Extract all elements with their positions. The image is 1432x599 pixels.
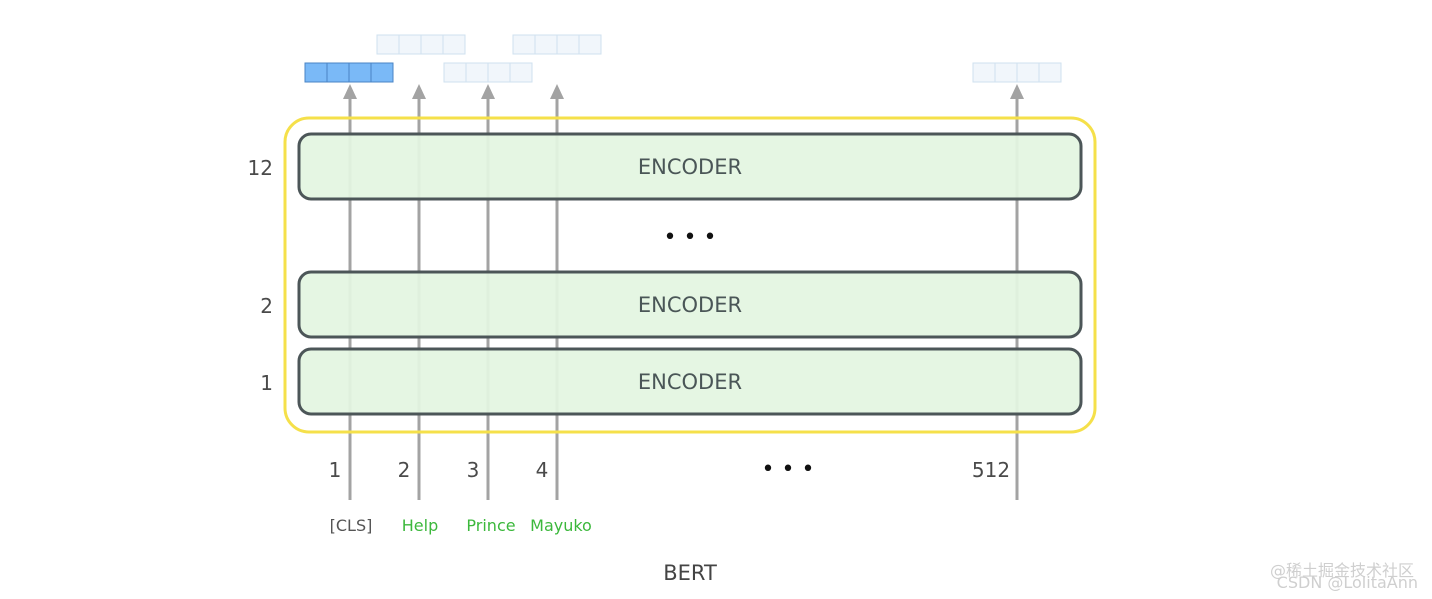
encoder-box — [297, 132, 1083, 201]
encoder-label: ENCODER — [638, 293, 742, 317]
position-number: 4 — [536, 458, 549, 482]
position-number: 1 — [329, 458, 342, 482]
output-vector — [512, 34, 602, 55]
token-help: Help — [402, 516, 438, 535]
encoder-label: ENCODER — [638, 370, 742, 394]
layer-number: 12 — [248, 156, 273, 180]
arrow-head-2 — [412, 84, 426, 99]
position-number: 512 — [972, 458, 1010, 482]
encoder-layer-12: ENCODER 12 — [248, 132, 1083, 201]
bert-outline — [283, 116, 1097, 434]
position-number: 2 — [398, 458, 411, 482]
diagram-title: BERT — [663, 561, 717, 585]
arrow-head-1 — [343, 84, 357, 99]
watermark-line-2: CSDN @LolitaAnn — [1277, 573, 1418, 592]
encoder-layer-1: ENCODER 1 — [260, 347, 1083, 416]
cls-output-vector — [304, 62, 394, 83]
arrow-head-3 — [481, 84, 495, 99]
position-ellipsis: • • • — [762, 457, 815, 482]
output-vector — [972, 62, 1062, 83]
encoder-box — [297, 270, 1083, 339]
layer-number: 1 — [260, 371, 273, 395]
input-tokens: [CLS] Help Prince Mayuko — [330, 516, 592, 535]
encoder-box — [297, 347, 1083, 416]
watermark-line-1: @稀土掘金技术社区 — [1270, 561, 1414, 580]
position-numbers: 1 2 3 4 512 • • • — [329, 457, 1010, 482]
layer-number: 2 — [260, 294, 273, 318]
encoder-label: ENCODER — [638, 155, 742, 179]
output-vector — [443, 62, 533, 83]
output-vector — [376, 34, 466, 55]
layer-ellipsis: • • • — [664, 225, 717, 250]
encoder-layer-2: ENCODER 2 — [260, 270, 1083, 339]
watermark: @稀土掘金技术社区 CSDN @LolitaAnn — [1270, 561, 1418, 592]
position-number: 3 — [467, 458, 480, 482]
output-vectors — [304, 34, 1062, 83]
token-mayuko: Mayuko — [530, 516, 592, 535]
arrow-head-512 — [1010, 84, 1024, 99]
token-cls: [CLS] — [330, 516, 373, 535]
token-prince: Prince — [466, 516, 515, 535]
arrow-head-4 — [550, 84, 564, 99]
